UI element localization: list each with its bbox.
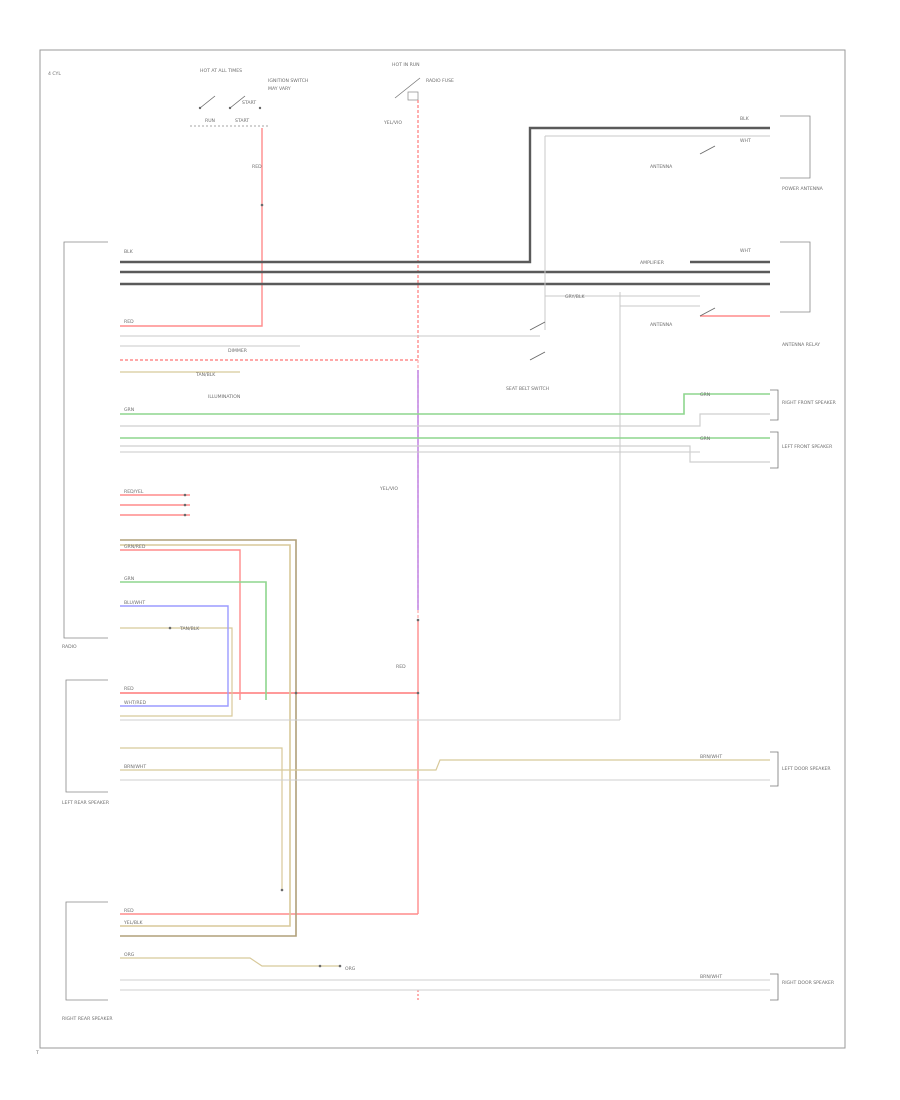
label-l6: GRN: [124, 576, 134, 582]
radio-fuse: HOT IN RUN RADIO FUSE YEL/VIO: [383, 62, 454, 126]
ignition-pos-run: RUN: [205, 118, 215, 124]
antenna-relay-caption: ANTENNA RELAY: [782, 342, 820, 348]
illumination-caption: ILLUMINATION: [208, 394, 240, 400]
label-l2: RED: [124, 319, 134, 325]
right-rear-amp-block: RIGHT REAR SPEAKER: [62, 901, 113, 1022]
label-l11: YEL/BLK: [123, 920, 144, 926]
power-antenna-wire-1: BLK: [740, 116, 750, 122]
right-rear-speaker-caption: RIGHT REAR SPEAKER: [62, 1016, 113, 1022]
wire-red: [120, 100, 770, 1000]
diagram-frame: [39, 49, 846, 1049]
radio-caption: RADIO: [62, 644, 77, 650]
radio-fuse-name: RADIO FUSE: [426, 78, 454, 84]
label-l1: BLK: [124, 249, 134, 255]
ignition-switch-name: IGNITION SWITCH: [268, 78, 308, 84]
label-l12: ORG: [124, 952, 135, 958]
wire-blue: [120, 605, 229, 707]
label-tan-dimmer: TAN/BLK: [195, 372, 216, 378]
label-red-1: RED: [252, 164, 262, 170]
amplifier-label: AMPLIFIER: [640, 260, 665, 266]
antenna-label: ANTENNA: [650, 164, 673, 170]
power-antenna-wire-2: WHT: [740, 138, 751, 144]
radio-block: RADIO: [62, 241, 108, 650]
label-l5: GRN/RED: [124, 544, 146, 550]
right-front-speaker: RIGHT FRONT SPEAKER: [770, 389, 837, 421]
label-purple: YEL/VIO: [379, 486, 398, 492]
antenna-relay-ground: GRY/BLK: [565, 294, 586, 300]
antenna-relay-antenna: ANTENNA: [650, 322, 673, 328]
right-front-speaker-caption: RIGHT FRONT SPEAKER: [782, 400, 837, 406]
label-l10: RED: [124, 908, 134, 914]
label-l8: WHT/RED: [124, 700, 146, 706]
label-org-bottom: ORG: [345, 966, 356, 972]
power-antenna: ANTENNA POWER ANTENNA BLK WHT: [650, 115, 824, 192]
left-bus-labels: BLK RED GRN RED/YEL GRN/RED GRN RED WHT/…: [123, 249, 146, 958]
wire-tan-bundle: [120, 539, 770, 967]
ignition-switch: HOT AT ALL TIMES IGNITION SWITCH MAY VAR…: [190, 68, 308, 127]
right-door-speaker-caption: RIGHT DOOR SPEAKER: [782, 980, 835, 986]
label-green-1: GRN: [700, 392, 710, 398]
ignition-pos-start-2: START: [242, 100, 256, 106]
antenna-relay: AMPLIFIER ANTENNA RELAY ANTENNA GRY/BLK …: [565, 241, 820, 348]
left-door-speaker-caption: LEFT DOOR SPEAKER: [782, 766, 831, 772]
system-label: 4 CYL: [48, 71, 61, 77]
dimmer-caption: DIMMER: [228, 348, 248, 354]
diagram-code: T: [35, 1050, 39, 1056]
right-door-wire: BRN/WHT: [700, 974, 722, 980]
right-door-speaker: RIGHT DOOR SPEAKER BRN/WHT: [700, 973, 835, 1001]
power-antenna-caption: POWER ANTENNA: [782, 186, 824, 192]
label-l4: RED/YEL: [124, 489, 144, 495]
wire-black-bus: [120, 126, 770, 286]
left-rear-amp-block: LEFT REAR SPEAKER: [62, 679, 110, 806]
left-door-speaker: LEFT DOOR SPEAKER BRN/WHT: [700, 751, 831, 787]
radio-fuse-wire: YEL/VIO: [383, 120, 402, 126]
seat-belt-switch-name: SEAT BELT SWITCH: [506, 386, 549, 392]
ignition-switch-title: HOT AT ALL TIMES: [200, 68, 242, 74]
ignition-switch-extra: MAY VARY: [268, 86, 291, 92]
label-green-2: GRN: [700, 436, 710, 442]
label-l9: BRN/WHT: [124, 764, 146, 770]
wire-green: [120, 393, 770, 700]
connector-dots: [168, 203, 420, 968]
label-tan-mid: TAN/BLK: [179, 626, 200, 632]
ignition-pos-start: START: [235, 118, 249, 124]
left-front-speaker-caption: LEFT FRONT SPEAKER: [782, 444, 833, 450]
label-blue: BLU/WHT: [124, 600, 145, 606]
label-l3: GRN: [124, 407, 134, 413]
label-l7: RED: [124, 686, 134, 692]
left-door-wire: BRN/WHT: [700, 754, 722, 760]
radio-fuse-title: HOT IN RUN: [392, 62, 420, 68]
seat-belt-switch: SEAT BELT SWITCH: [506, 321, 549, 392]
label-red-2: RED: [396, 664, 406, 670]
antenna-relay-wire-1: WHT: [740, 248, 751, 254]
left-rear-speaker-caption: LEFT REAR SPEAKER: [62, 800, 110, 806]
left-front-speaker: LEFT FRONT SPEAKER: [770, 431, 833, 469]
